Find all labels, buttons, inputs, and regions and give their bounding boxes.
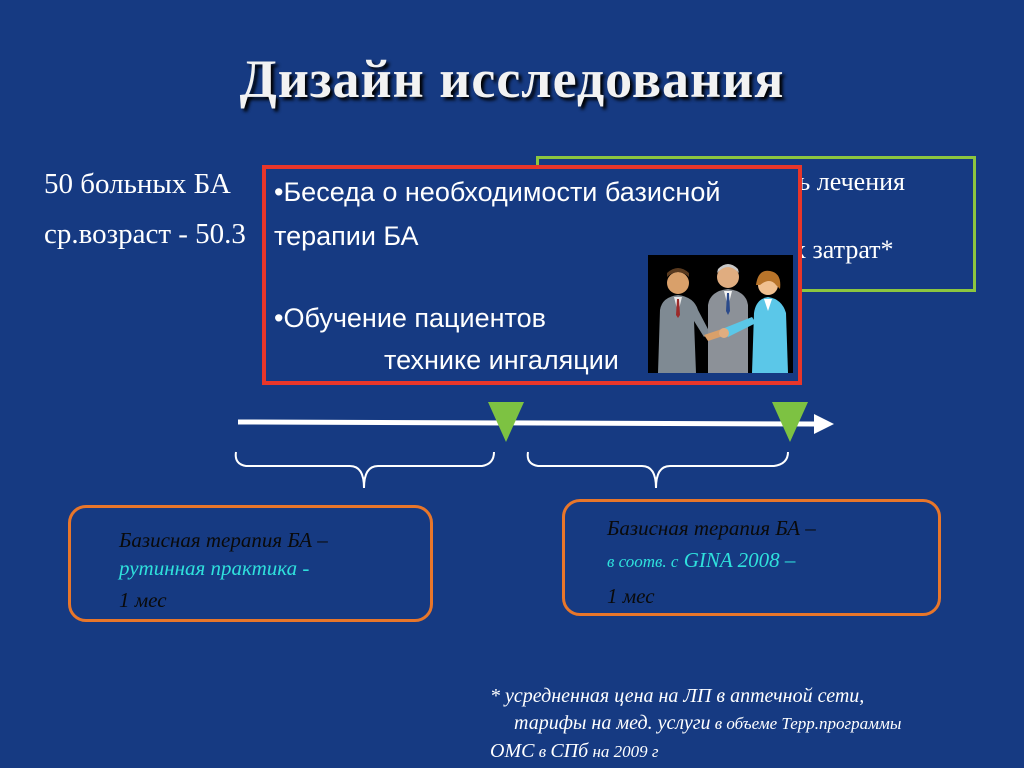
footnote-oms: ОМС	[490, 740, 535, 762]
routine-practice-label: рутинная практика	[119, 556, 298, 580]
footnote-in: в	[534, 742, 551, 761]
patients-count-text: 50 больных БА	[44, 168, 231, 200]
mean-age-text: ср.возраст - 50.3	[44, 218, 246, 250]
business-handshake-icon	[648, 255, 793, 373]
handshake-illustration	[648, 255, 793, 373]
bullet-training-line-2: технике ингаляции	[384, 345, 619, 375]
routine-therapy-line-1: Базисная терапия БА –	[119, 528, 328, 552]
routine-therapy-box: Базисная терапия БА – рутинная практика …	[68, 505, 433, 622]
gina-therapy-line-2: в соотв. с GINA 2008 –	[607, 548, 795, 573]
footnote-line-2: тарифы на мед. услуги в объеме Терр.прог…	[514, 712, 901, 735]
timeline-marker-start	[488, 402, 524, 442]
outcome-line-2: х затрат*	[793, 235, 894, 264]
according-to-label: в соотв. с	[607, 552, 679, 571]
slide-title: Дизайн исследования	[239, 49, 785, 109]
bullet-conversation-line-2: терапии БА	[274, 221, 419, 251]
brace-period-2	[526, 451, 789, 489]
footnote-line-3: ОМС в СПб на 2009 г	[490, 740, 659, 763]
footnote-year: на 2009 г	[588, 742, 659, 761]
footnote-program: в объеме Терр.программы	[710, 714, 902, 733]
routine-practice-dash: -	[297, 556, 310, 580]
bullet-conversation-line-1: •Беседа о необходимости базисной	[274, 177, 721, 207]
routine-therapy-duration: 1 мес	[119, 588, 167, 612]
timeline-arrow-head	[814, 414, 834, 434]
timeline-marker-end	[772, 402, 808, 442]
routine-therapy-line-2: рутинная практика -	[119, 556, 309, 581]
footnote-spb: СПб	[550, 740, 589, 762]
footnote-line-1: * усредненная цена на ЛП в аптечной сети…	[490, 685, 865, 707]
timeline-diagram	[234, 402, 834, 489]
gina-label: GINA 2008 –	[678, 548, 796, 572]
timeline-arrow-line	[237, 419, 817, 427]
bullet-training-line-1: •Обучение пациентов	[274, 303, 546, 333]
gina-therapy-line-1: Базисная терапия БА –	[607, 516, 816, 540]
gina-therapy-duration: 1 мес	[607, 584, 655, 608]
outcome-line-1: ть лечения	[787, 167, 905, 196]
gina-therapy-box: Базисная терапия БА – в соотв. с GINA 20…	[562, 499, 941, 616]
footnote-tariffs: тарифы на мед. услуги	[514, 712, 711, 734]
brace-period-1	[234, 451, 495, 489]
